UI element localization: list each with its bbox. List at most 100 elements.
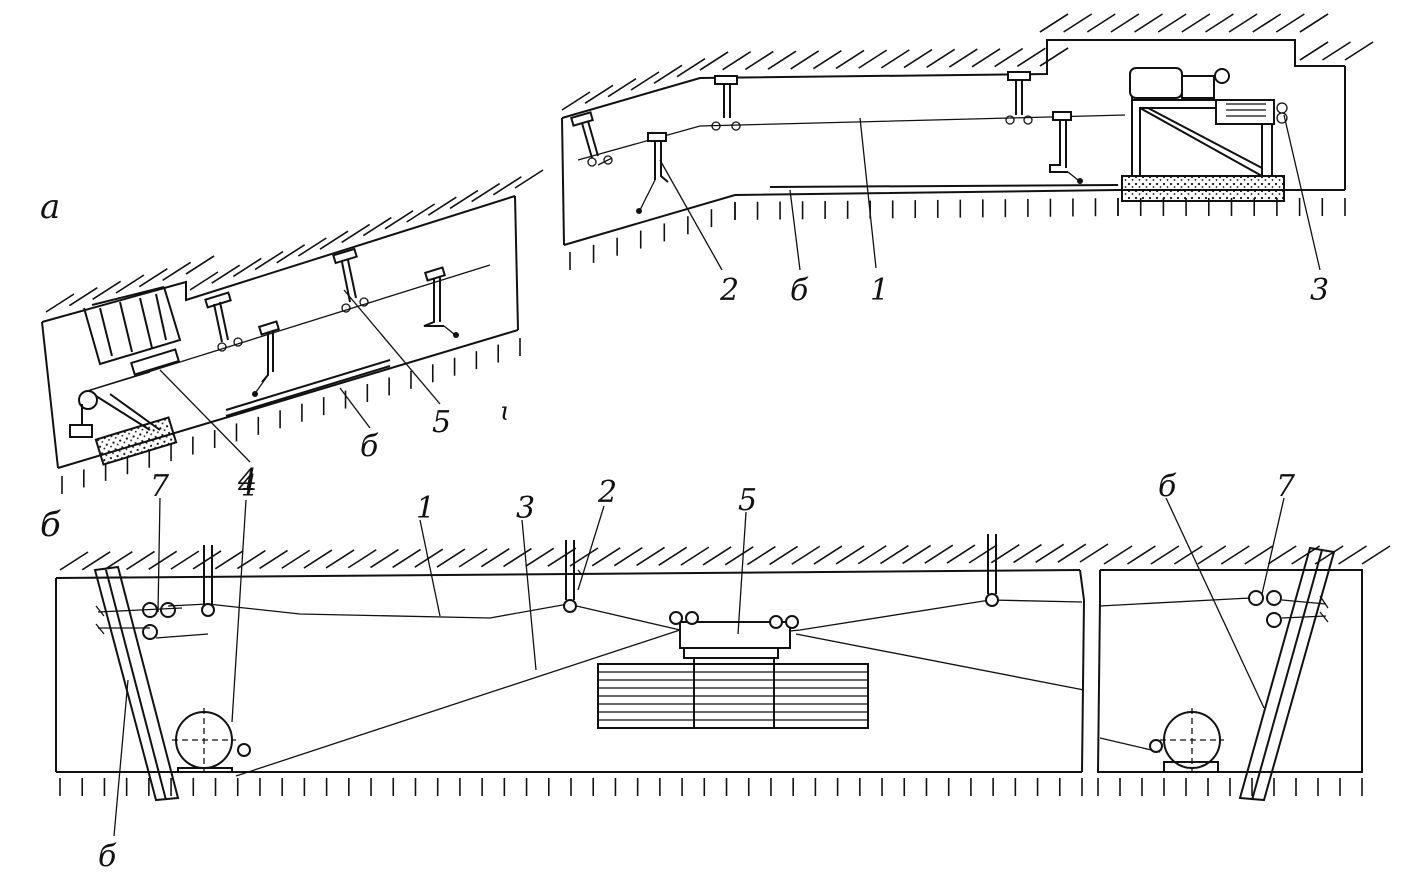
- hatch-stroke: [591, 547, 621, 567]
- hatch-stroke: [790, 50, 820, 70]
- hatch-stroke: [880, 49, 910, 69]
- hatch-stroke: [903, 48, 933, 69]
- rope-hanger: [1005, 71, 1033, 125]
- hatch-stroke: [607, 77, 637, 98]
- hatch-stroke: [341, 223, 371, 244]
- support-post: [1238, 546, 1336, 802]
- winch: [172, 708, 251, 772]
- hatch-stroke: [162, 261, 192, 282]
- hatch-stroke: [45, 293, 75, 313]
- hatch-stroke: [676, 57, 706, 78]
- tension-carriage: [130, 348, 180, 376]
- hatch-stroke: [427, 196, 457, 216]
- hatch-stroke: [1134, 13, 1163, 33]
- hatch-stroke: [1361, 545, 1391, 565]
- hatch-stroke: [1063, 13, 1093, 33]
- rope-hanger: [711, 75, 741, 131]
- hatch-stroke: [880, 544, 909, 565]
- floor-hatching: [59, 778, 1363, 796]
- hatch-stroke: [857, 545, 887, 565]
- hatch-stroke: [189, 271, 219, 291]
- hatch-stroke: [370, 548, 399, 569]
- label-6-left: б: [98, 839, 117, 874]
- hatch-stroke: [1299, 41, 1329, 61]
- hatch-stroke: [902, 544, 932, 565]
- winch: [1149, 708, 1224, 772]
- hatch-stroke: [297, 237, 327, 257]
- hatch-stroke: [1181, 13, 1211, 33]
- hatch-stroke: [458, 548, 488, 568]
- hatch-stroke: [68, 286, 98, 307]
- label-3: 3: [1310, 273, 1329, 308]
- floor-hatching: [61, 338, 521, 494]
- hatch-stroke: [414, 548, 444, 568]
- hatch-stroke: [232, 257, 262, 278]
- hatch-stroke: [1103, 545, 1133, 565]
- pulley-block: [95, 602, 183, 640]
- hatch-stroke: [480, 548, 510, 568]
- panel-label-b: б: [40, 505, 61, 545]
- rope-hanger: [201, 545, 215, 617]
- roof-hatching: [45, 169, 544, 313]
- hatch-stroke: [319, 230, 349, 250]
- hatch-stroke: [449, 189, 479, 210]
- label-1: 1: [870, 273, 889, 308]
- hatch-stroke: [722, 51, 752, 71]
- hatch-stroke: [1299, 13, 1329, 33]
- panel-label-a: а: [40, 187, 60, 227]
- hatch-stroke: [259, 549, 288, 570]
- label-5: 5: [738, 483, 757, 518]
- hauled-carriage: [597, 611, 869, 729]
- hatch-stroke: [1039, 13, 1069, 33]
- hatch-stroke: [1173, 545, 1203, 565]
- hatch-stroke: [813, 545, 843, 565]
- rail-track: [769, 184, 1119, 188]
- hatch-stroke: [406, 203, 436, 223]
- hatch-stroke: [1150, 545, 1180, 565]
- hatch-stroke: [812, 49, 842, 70]
- horizontal-scheme: 1 3 2 5 4 7 б б 7: [55, 469, 1391, 874]
- roof-hatching: [59, 543, 1391, 571]
- hatch-stroke: [1267, 545, 1297, 565]
- return-pulley: [69, 390, 161, 438]
- tunnel-roof: [561, 39, 1345, 119]
- monorail-carriage: [252, 320, 281, 397]
- hatch-stroke: [613, 546, 643, 567]
- label-7-right: 7: [1276, 469, 1296, 504]
- tunnel-roof: [55, 569, 1081, 579]
- roof-hatching: [561, 13, 1374, 111]
- svg-text:ɩ: ɩ: [500, 397, 510, 427]
- hatch-stroke: [148, 550, 178, 570]
- hatch-stroke: [658, 546, 688, 566]
- hatch-stroke: [1220, 545, 1250, 565]
- hatch-stroke: [561, 91, 591, 111]
- hatch-stroke: [185, 255, 215, 275]
- hatch-stroke: [1057, 543, 1087, 563]
- inclined-scheme: 4 5 б ɩ: [41, 169, 544, 498]
- hatch-stroke: [994, 47, 1024, 68]
- hatch-stroke: [276, 244, 306, 264]
- label-7-left: 7: [150, 469, 170, 504]
- monorail-carriage: [636, 132, 669, 214]
- hatch-stroke: [1252, 13, 1282, 33]
- pulley-block: [1248, 590, 1329, 628]
- hatch-stroke: [192, 550, 222, 570]
- hatch-stroke: [81, 551, 111, 571]
- hatch-stroke: [492, 176, 522, 196]
- hatch-stroke: [584, 84, 614, 105]
- hatch-stroke: [347, 549, 377, 569]
- rope-hanger: [985, 534, 999, 607]
- label-6: б: [360, 429, 379, 464]
- hatch-stroke: [281, 549, 311, 569]
- hatch-stroke: [303, 549, 333, 569]
- hatch-stroke: [1035, 543, 1065, 564]
- hatch-stroke: [325, 549, 355, 569]
- hatch-stroke: [115, 274, 145, 294]
- hatch-stroke: [791, 545, 821, 565]
- hatch-stroke: [362, 216, 392, 237]
- hatch-stroke: [1016, 47, 1046, 67]
- tail-rope: [235, 629, 1085, 777]
- monorail-carriage: [423, 266, 459, 338]
- hatch-stroke: [926, 48, 956, 69]
